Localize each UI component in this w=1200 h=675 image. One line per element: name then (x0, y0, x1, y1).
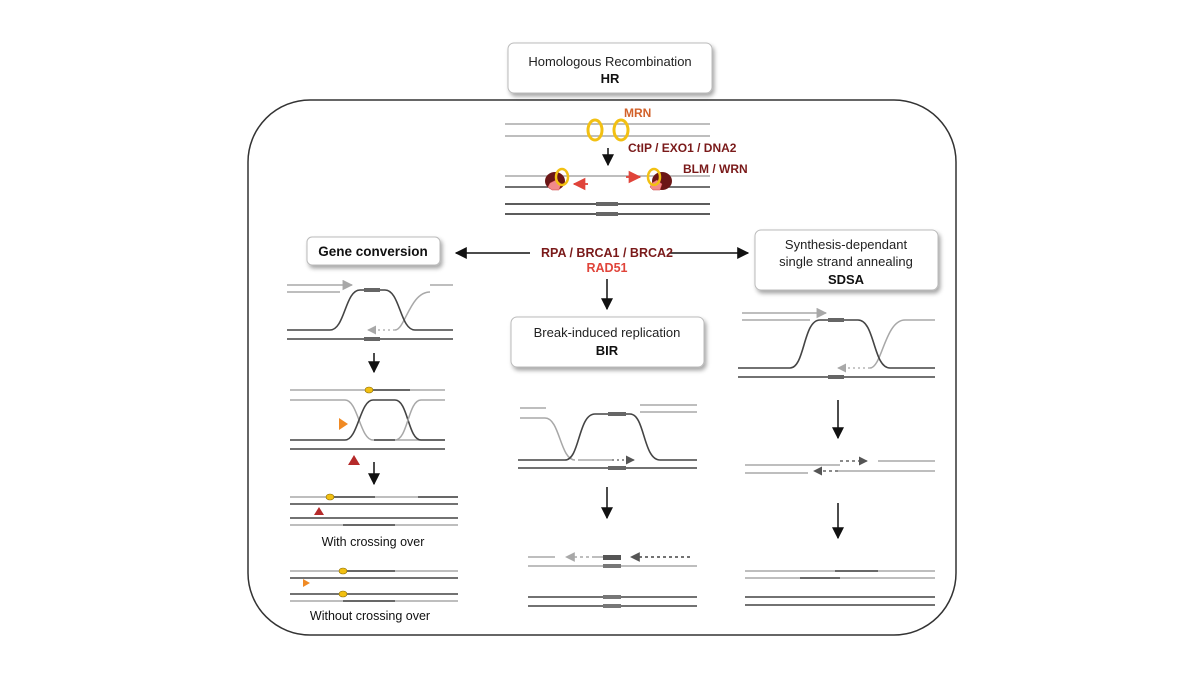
hr-title-line1: Homologous Recombination (528, 54, 691, 69)
dsb-mrn (505, 118, 710, 142)
gene-conversion-box: Gene conversion (306, 236, 441, 266)
sdsa-annealing (745, 456, 935, 476)
hr-title-line2: HR (601, 71, 620, 86)
rpa-label: RPA / BRCA1 / BRCA2 (541, 246, 673, 260)
bir-product (528, 552, 697, 608)
hr-title-box: Homologous Recombination HR (507, 42, 713, 94)
gc-without-crossing-label: Without crossing over (310, 609, 430, 623)
sdsa-box: Synthesis-dependant single strand anneal… (754, 229, 939, 291)
gene-conversion-title: Gene conversion (318, 244, 428, 259)
ctip-label: CtIP / EXO1 / DNA2 (628, 141, 737, 155)
bir-title-line1: Break-induced replication (534, 325, 681, 340)
sdsa-title-line1: Synthesis-dependant (785, 237, 908, 252)
mrn-ring-left (586, 118, 604, 142)
gc-nocross-orange (303, 579, 310, 587)
gc-strand-invasion (287, 279, 453, 341)
gc-junction-dot-1 (364, 386, 374, 394)
mrn-ring-right (612, 118, 630, 142)
sdsa-invasion (738, 307, 935, 379)
gc-with-crossing-strands (290, 493, 458, 526)
bir-invasion (518, 404, 697, 470)
gc-cross-red (314, 507, 324, 515)
gc-holliday-junctions (290, 386, 445, 465)
bir-title-line2: BIR (596, 343, 619, 358)
sdsa-title-line3: SDSA (828, 272, 865, 287)
gc-cleave-red (348, 455, 360, 465)
sdsa-title-line2: single strand annealing (779, 254, 913, 269)
gc-without-crossing-strands (290, 567, 458, 602)
rad51-label: RAD51 (587, 261, 628, 275)
blm-label: BLM / WRN (683, 162, 748, 176)
gc-cleave-orange (339, 418, 348, 430)
resection-strands (505, 167, 710, 216)
mrn-label: MRN (624, 106, 651, 120)
bir-box: Break-induced replication BIR (510, 316, 705, 368)
gc-with-crossing-label: With crossing over (322, 535, 425, 549)
sdsa-product (745, 570, 935, 606)
outer-frame (247, 99, 957, 636)
